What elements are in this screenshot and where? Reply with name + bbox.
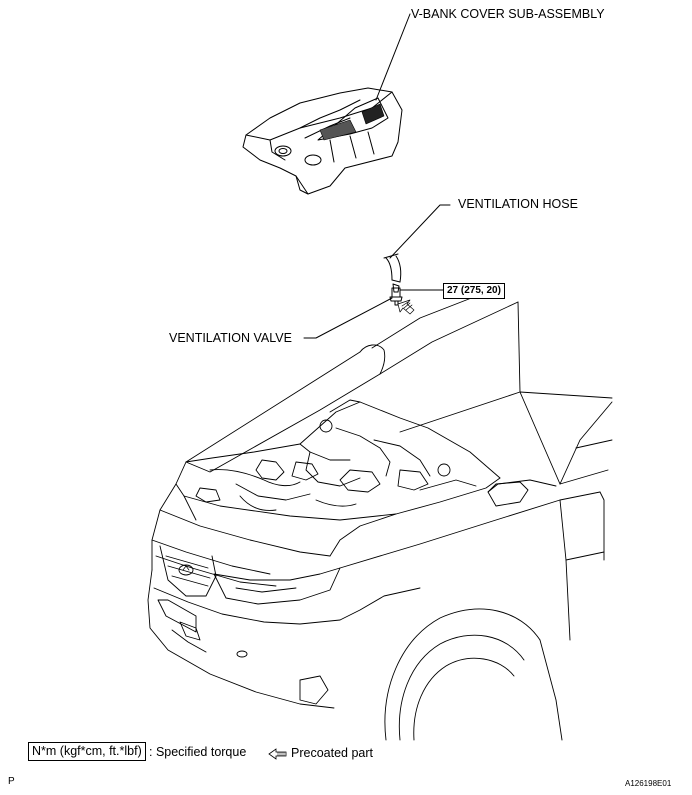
leader-vbank [375,13,411,101]
legend-torque-unit: N*m (kgf*cm, ft.*lbf) [28,742,146,761]
legend-precoated-desc: Precoated part [291,746,373,760]
legend-torque-desc: : Specified torque [149,745,247,759]
label-vbank-cover: V-BANK COVER SUB-ASSEMBLY [411,7,605,21]
vehicle-front-illustration [147,289,613,741]
precoated-arrow-icon [397,299,415,315]
ventilation-hose-illustration [383,253,402,293]
label-ventilation-valve: VENTILATION VALVE [169,331,292,345]
figure-id: A126198E01 [625,779,672,788]
footer-left-code: P [8,776,15,787]
label-ventilation-hose: VENTILATION HOSE [458,197,578,211]
lexus-emblem-icon [178,564,194,576]
torque-value-box: 27 (275, 20) [443,283,505,299]
ventilation-valve-illustration [389,287,403,306]
legend-precoated-icon [268,748,287,760]
leader-valve [303,297,393,339]
leader-hose [389,204,451,259]
vbank-cover-illustration [242,87,403,195]
